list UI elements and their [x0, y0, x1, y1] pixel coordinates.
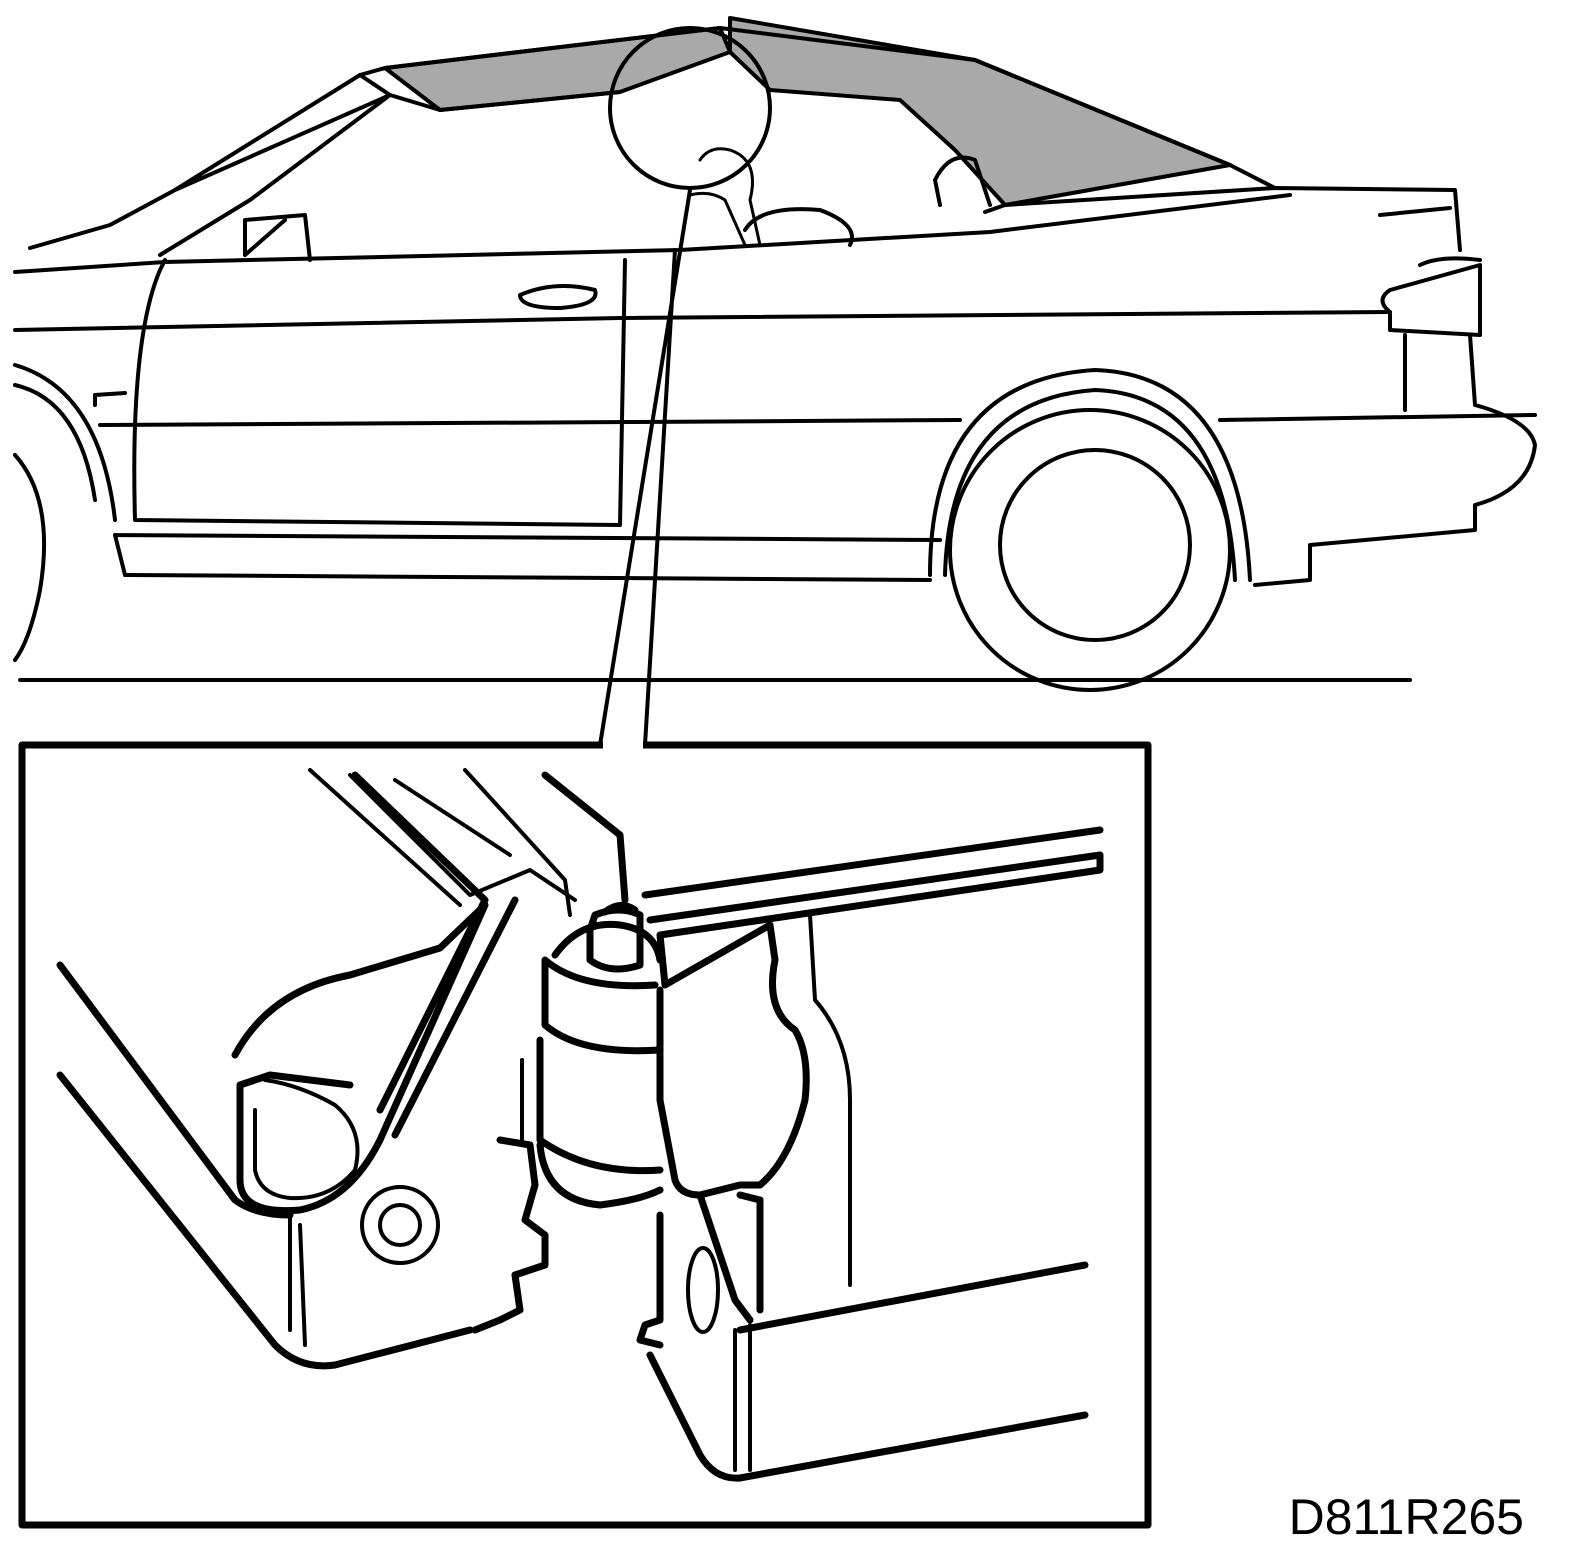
door-hinge-bolt — [686, 1246, 720, 1334]
rear-rim — [998, 448, 1192, 642]
rear-wheel-arch — [928, 368, 1252, 582]
headrest — [933, 155, 992, 207]
pillar-flange-lines — [308, 768, 577, 917]
bracket-lower-plate — [471, 1136, 549, 1334]
hinge-barrel-body — [536, 1036, 664, 1209]
beltline — [13, 193, 1292, 274]
door-hinge-arm — [656, 921, 810, 1199]
drawing-reference-code: D811R265 — [1288, 1489, 1524, 1545]
door-hinge-strap — [641, 826, 1104, 989]
windscreen-frame — [28, 66, 442, 250]
door-plate-inner — [733, 1323, 752, 1472]
hinge-detail — [56, 768, 1104, 1482]
detail-inset-frame — [18, 741, 1152, 1529]
sill — [113, 533, 942, 582]
hinge-pin-top — [601, 902, 639, 916]
car-side-view — [13, 16, 1537, 747]
front-wheel — [13, 453, 47, 662]
bracket-bolt-left-outer — [360, 1185, 440, 1265]
rear-tire — [948, 408, 1232, 692]
rear-panel-line — [1378, 206, 1482, 267]
inset-opening — [603, 741, 643, 749]
rear-wheel-arch-inner — [943, 388, 1237, 582]
magnifier-b-pillar-hint — [688, 147, 762, 247]
detail-magnifier-circle — [608, 26, 772, 190]
bracket-bolt-left-inner — [378, 1203, 422, 1247]
door-handle — [518, 284, 598, 310]
rear-bumper — [1253, 263, 1537, 587]
roof-outline — [383, 26, 1277, 190]
hinge-barrel — [541, 920, 664, 1055]
side-window-frame — [158, 90, 622, 257]
door-outline — [132, 258, 627, 527]
character-line — [13, 310, 1392, 332]
front-seat — [743, 207, 854, 247]
door-arm-side — [808, 913, 852, 1287]
door-plate-lower — [646, 1351, 1089, 1482]
body-bracket-plate — [288, 1213, 307, 1347]
side-mirror — [243, 213, 312, 262]
door-plate — [636, 1191, 764, 1349]
hinge-pin-nut — [586, 906, 644, 973]
body-hinge-bracket — [231, 901, 489, 1215]
pillar-edge-left — [56, 961, 474, 1370]
front-marker — [93, 391, 127, 407]
lower-body-line — [98, 413, 1537, 427]
front-wheel-arch — [13, 363, 117, 522]
body-hinge-cutout — [253, 1078, 360, 1201]
callout-leader-lines — [598, 188, 692, 747]
pillar-flange-heavy — [351, 771, 629, 1139]
door-edge-upper — [736, 1261, 1089, 1334]
rear-deck — [983, 186, 1462, 252]
